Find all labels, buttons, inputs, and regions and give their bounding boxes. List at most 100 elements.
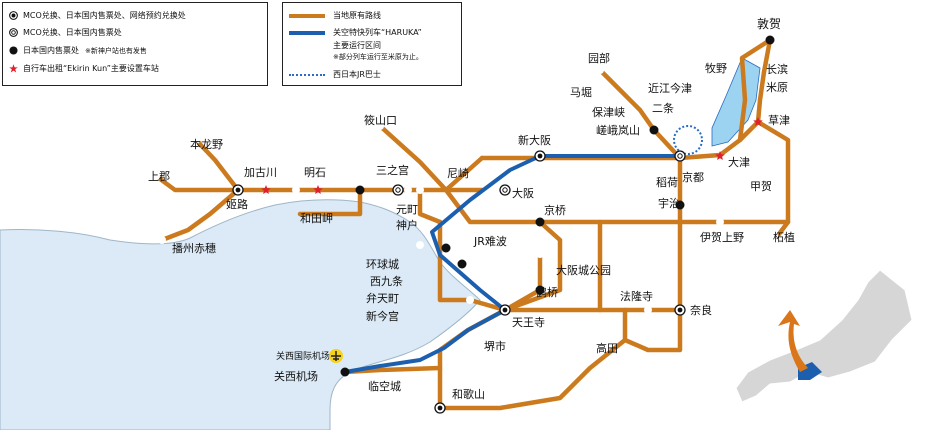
legend-text: 日本国内售票处※新神户站也有发售	[23, 45, 147, 56]
local-line-segment	[737, 37, 773, 143]
station-label-sonobe: 园部	[588, 51, 610, 65]
station-label-himeji: 姬路	[226, 198, 248, 211]
station-label-jrnamba: JR难波	[473, 235, 507, 248]
bus-lines	[673, 125, 703, 155]
station-small	[596, 66, 604, 74]
station-label-omiimazu: 近江今津	[648, 81, 692, 95]
station-label-nara: 奈良	[690, 303, 712, 317]
station-small	[536, 250, 544, 258]
legend-text: MCO兑换、日本国内售票处、网络预约兑换处	[23, 11, 186, 20]
station-label-nagahama: 长滨	[766, 62, 788, 76]
local-line-segment	[467, 297, 508, 313]
station-label-hozukyo: 保津峡	[592, 105, 625, 119]
station-small	[772, 234, 780, 242]
station-labels: 敦贺长滨米原草津大津甲贺柘植牧野近江今津园部马堀保津峡二条嵯峨岚山京都稻荷宇治伊…	[148, 16, 795, 401]
black-dot-icon	[9, 46, 18, 55]
station-label-sasayamaguchi: 筱山口	[364, 113, 397, 127]
legend-note: ※新神户站也有发售	[85, 47, 147, 55]
local-line-swatch	[289, 14, 325, 18]
station-dot	[340, 367, 350, 377]
local-line-segment	[622, 307, 683, 353]
legend-lines: 当地原有路线 关空特快列车“HARUKA” 主要运行区间 ※部分列车运行至米原为…	[282, 2, 462, 86]
bus-line-swatch	[289, 74, 325, 76]
station-label-tsuruga: 敦贺	[757, 16, 781, 31]
station-label-otsu: 大津	[728, 155, 750, 169]
legend-text: 当地原有路线	[333, 11, 381, 20]
station-small	[716, 218, 724, 226]
bus-route-loop	[673, 125, 703, 155]
station-small	[376, 122, 384, 130]
station-ring-dot-core	[677, 307, 683, 313]
local-line-segment	[417, 187, 443, 225]
station-label-tennoji: 天王寺	[512, 316, 545, 329]
haruka-line-swatch	[289, 31, 325, 35]
legend-text: 西日本JR巴士	[333, 70, 381, 79]
station-label-inari: 稻荷	[656, 176, 678, 189]
osaka-bay-sea	[0, 199, 481, 430]
station-label-kakogawa: 加古川	[244, 166, 277, 179]
station-label-rinku: 临空城	[368, 379, 401, 393]
station-dot	[457, 259, 467, 269]
station-label-tsuruhashi: 鹤桥	[536, 285, 558, 299]
station-small	[158, 236, 166, 244]
station-label-bentencho: 弁天町	[366, 291, 399, 305]
local-line-segment	[159, 187, 241, 243]
station-label-osaka: 大阪	[512, 186, 534, 200]
station-label-nijo: 二条	[652, 101, 674, 115]
local-line-segment	[597, 67, 657, 133]
local-lines	[153, 37, 791, 411]
station-label-motomachi: 元町	[396, 203, 418, 216]
station-dot	[649, 125, 659, 135]
station-label-nishikujo: 西九条	[370, 274, 403, 288]
station-small	[192, 136, 200, 144]
station-dot	[675, 200, 685, 210]
station-dot	[355, 185, 365, 195]
red-star-icon	[313, 185, 323, 194]
station-label-kobe: 神户	[396, 218, 418, 232]
local-line-segment	[443, 187, 683, 225]
station-dot	[535, 217, 545, 227]
station-small	[466, 296, 474, 304]
red-star-icon	[9, 64, 18, 73]
station-ring-dot-core	[437, 405, 443, 411]
station-dot	[441, 243, 451, 253]
station-label-kusatsu: 草津	[768, 114, 790, 127]
red-star-icon	[753, 117, 763, 126]
local-line-segment	[297, 187, 363, 217]
station-label-makino: 牧野	[705, 61, 727, 75]
station-label-shinosaka: 新大阪	[518, 133, 551, 147]
airplane-icon	[329, 349, 343, 363]
station-label-sagaarashiyama: 嵯峨岚山	[596, 124, 640, 137]
station-label-maibara: 米原	[766, 81, 788, 94]
station-label-kyoto: 京都	[682, 170, 704, 184]
lake-biwa	[711, 57, 761, 147]
station-label-horyuji: 法隆寺	[620, 289, 653, 303]
station-label-kanku: 关西机场	[274, 369, 318, 383]
station-label-shinimamiya: 新今宫	[366, 309, 399, 323]
station-ring-inner	[677, 153, 683, 159]
station-label-takada: 高田	[596, 341, 618, 355]
red-star-icon	[261, 185, 271, 194]
station-label-amagasaki: 尼崎	[447, 166, 469, 180]
local-line-segment	[755, 119, 791, 241]
station-label-hineno: 堺市	[484, 339, 506, 353]
red-star-icon	[715, 151, 725, 160]
station-dot	[765, 35, 775, 45]
station-small	[292, 186, 300, 194]
station-label-kanku-airport: 关西国际机场	[276, 350, 330, 362]
station-label-uji: 宇治	[658, 196, 680, 210]
station-dot	[535, 285, 545, 295]
station-label-kyobashi: 京桥	[544, 203, 566, 217]
station-label-iga-ueno: 伊贺上野	[700, 231, 744, 244]
station-small	[416, 241, 424, 249]
legend-text: 主要运行区间	[333, 41, 381, 50]
station-ring-dot-core	[537, 153, 543, 159]
local-line-segment	[437, 219, 473, 303]
japan-outline-inset	[735, 269, 913, 403]
local-line-segment	[677, 119, 761, 161]
station-label-honryuno: 本龙野	[190, 137, 223, 151]
station-label-akashi: 明石	[304, 166, 326, 179]
station-label-osakajokoen: 大阪城公园	[556, 263, 611, 277]
legend-text: MCO兑换、日本国内售票处	[23, 28, 122, 37]
